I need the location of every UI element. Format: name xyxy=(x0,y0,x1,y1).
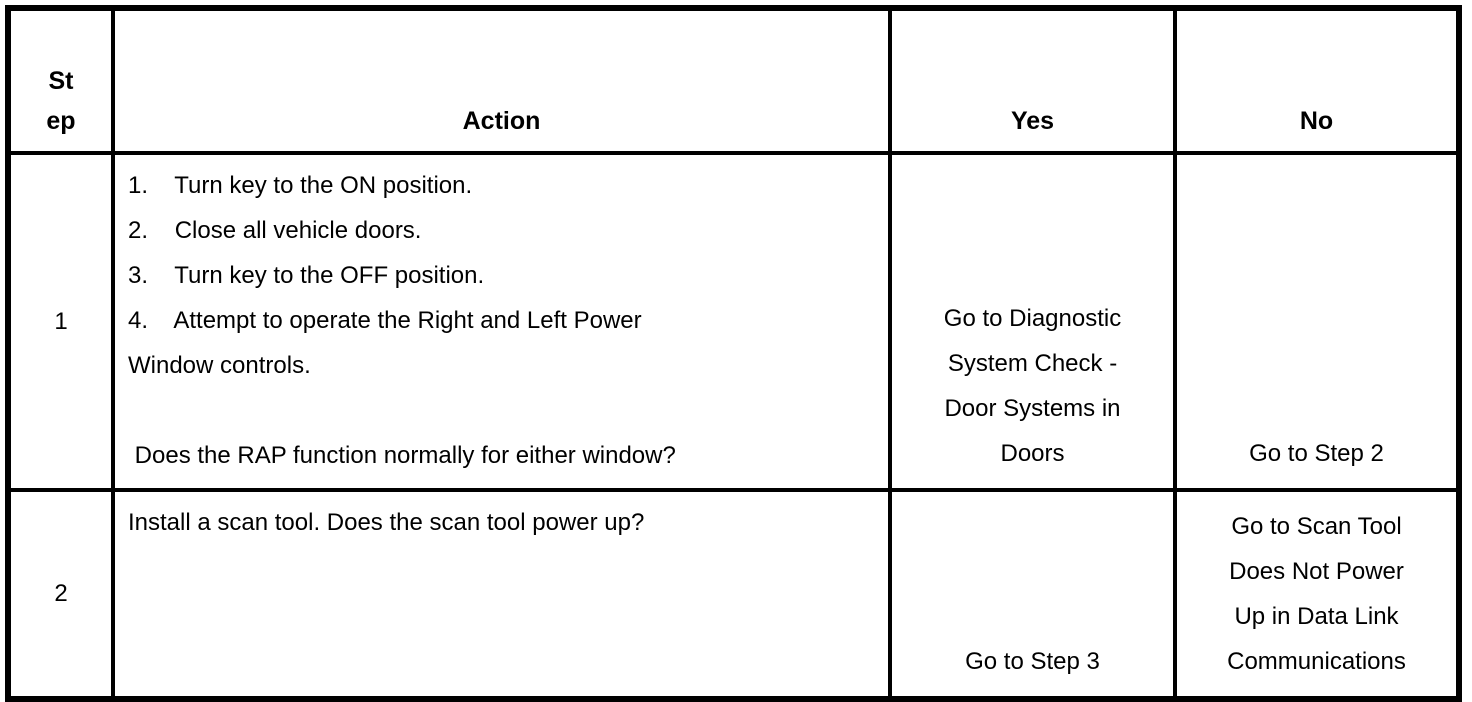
header-action: Action xyxy=(111,6,892,155)
step-2-number-cell: 2 xyxy=(6,488,115,701)
step-1-number-cell: 1 xyxy=(6,151,115,492)
table-row-step-1: 1 1. Turn key to the ON position. 2. Clo… xyxy=(6,151,1461,492)
header-no: No xyxy=(1173,6,1461,155)
table-row-step-2: 2 Install a scan tool. Does the scan too… xyxy=(6,488,1461,701)
step-1-yes-cell: Go to Diagnostic System Check - Door Sys… xyxy=(888,151,1177,492)
header-yes: Yes xyxy=(888,6,1177,155)
step-2-action-cell: Install a scan tool. Does the scan tool … xyxy=(111,488,892,701)
step-2-yes-cell: Go to Step 3 xyxy=(888,488,1177,701)
table-header-row: St ep Action Yes No xyxy=(6,6,1461,155)
diagnostic-procedure-table: St ep Action Yes No 1 1. Turn key to the… xyxy=(5,5,1462,702)
header-step: St ep xyxy=(6,6,115,155)
step-1-action-cell: 1. Turn key to the ON position. 2. Close… xyxy=(111,151,892,492)
step-1-no-cell: Go to Step 2 xyxy=(1173,151,1461,492)
step-2-no-cell: Go to Scan Tool Does Not Power Up in Dat… xyxy=(1173,488,1461,701)
